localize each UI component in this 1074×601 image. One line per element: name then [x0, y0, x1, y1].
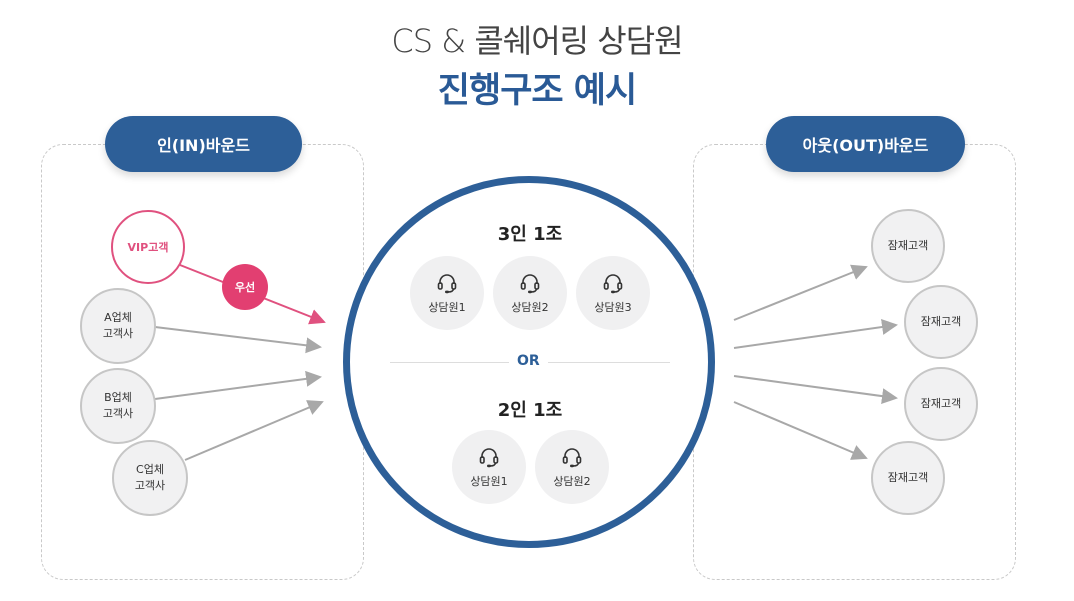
prospect-node-2: 잠재고객 [904, 285, 978, 359]
prospect2-arrow [733, 319, 898, 349]
agent-label: 상담원1 [428, 301, 466, 314]
prospect-node-3: 잠재고객 [904, 367, 978, 441]
agent-label: 상담원2 [511, 301, 549, 314]
agent-3-3: 상담원3 [576, 256, 650, 330]
page-subtitle: 진행구조 예시 [437, 71, 637, 111]
headset-icon [603, 274, 623, 294]
or-label: OR [509, 353, 548, 369]
vip-customer-node: VIP고객 [111, 210, 185, 284]
prospect-node-4: 잠재고객 [871, 441, 945, 515]
a-client-arrow [154, 326, 322, 354]
agent-label: 상담원2 [553, 475, 591, 488]
priority-badge: 우선 [222, 264, 268, 310]
headset-icon [562, 448, 582, 468]
agent-2-1: 상담원1 [452, 430, 526, 504]
agent-label: 상담원3 [594, 301, 632, 314]
client-b-node: B업체 고객사 [80, 368, 156, 444]
group3-title: 3인 1조 [497, 224, 563, 245]
prospect-node-1: 잠재고객 [871, 209, 945, 283]
agent-3-2: 상담원2 [493, 256, 567, 330]
c-client-arrow [184, 400, 324, 461]
prospect1-arrow [733, 264, 868, 321]
agent-2-2: 상담원2 [535, 430, 609, 504]
prospect3-arrow [733, 375, 898, 405]
agent-3-1: 상담원1 [410, 256, 484, 330]
headset-icon [520, 274, 540, 294]
headset-icon [479, 448, 499, 468]
agent-label: 상담원1 [470, 475, 508, 488]
client-a-node: A업체 고객사 [80, 288, 156, 364]
client-c-node: C업체 고객사 [112, 440, 188, 516]
outbound-label: 아웃(OUT)바운드 [766, 116, 965, 172]
page-title: CS & 콜쉐어링 상담원 [391, 22, 683, 60]
inbound-label: 인(IN)바운드 [105, 116, 302, 172]
group2-title: 2인 1조 [497, 400, 563, 421]
headset-icon [437, 274, 457, 294]
prospect4-arrow [733, 401, 868, 460]
b-client-arrow [154, 370, 322, 400]
